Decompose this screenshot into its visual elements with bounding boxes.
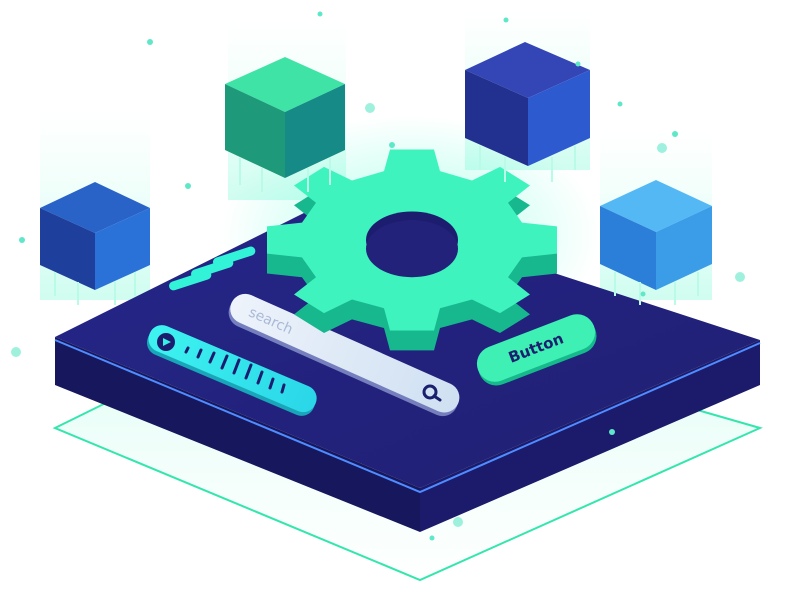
- cube-icon-right: [600, 180, 712, 305]
- audio-bars-icon: [184, 346, 286, 394]
- cube-icon-left: [40, 182, 150, 305]
- menu-lines-icon: [169, 246, 256, 291]
- audio-slider[interactable]: [143, 321, 321, 420]
- search-icon[interactable]: [422, 384, 442, 402]
- cube-icon-green: [225, 57, 345, 192]
- primary-button[interactable]: Button: [472, 309, 602, 391]
- cube-icon-blue: [465, 42, 590, 182]
- sparkle-particles: [11, 11, 745, 541]
- gear-icon[interactable]: [267, 149, 557, 351]
- play-icon[interactable]: [157, 333, 175, 351]
